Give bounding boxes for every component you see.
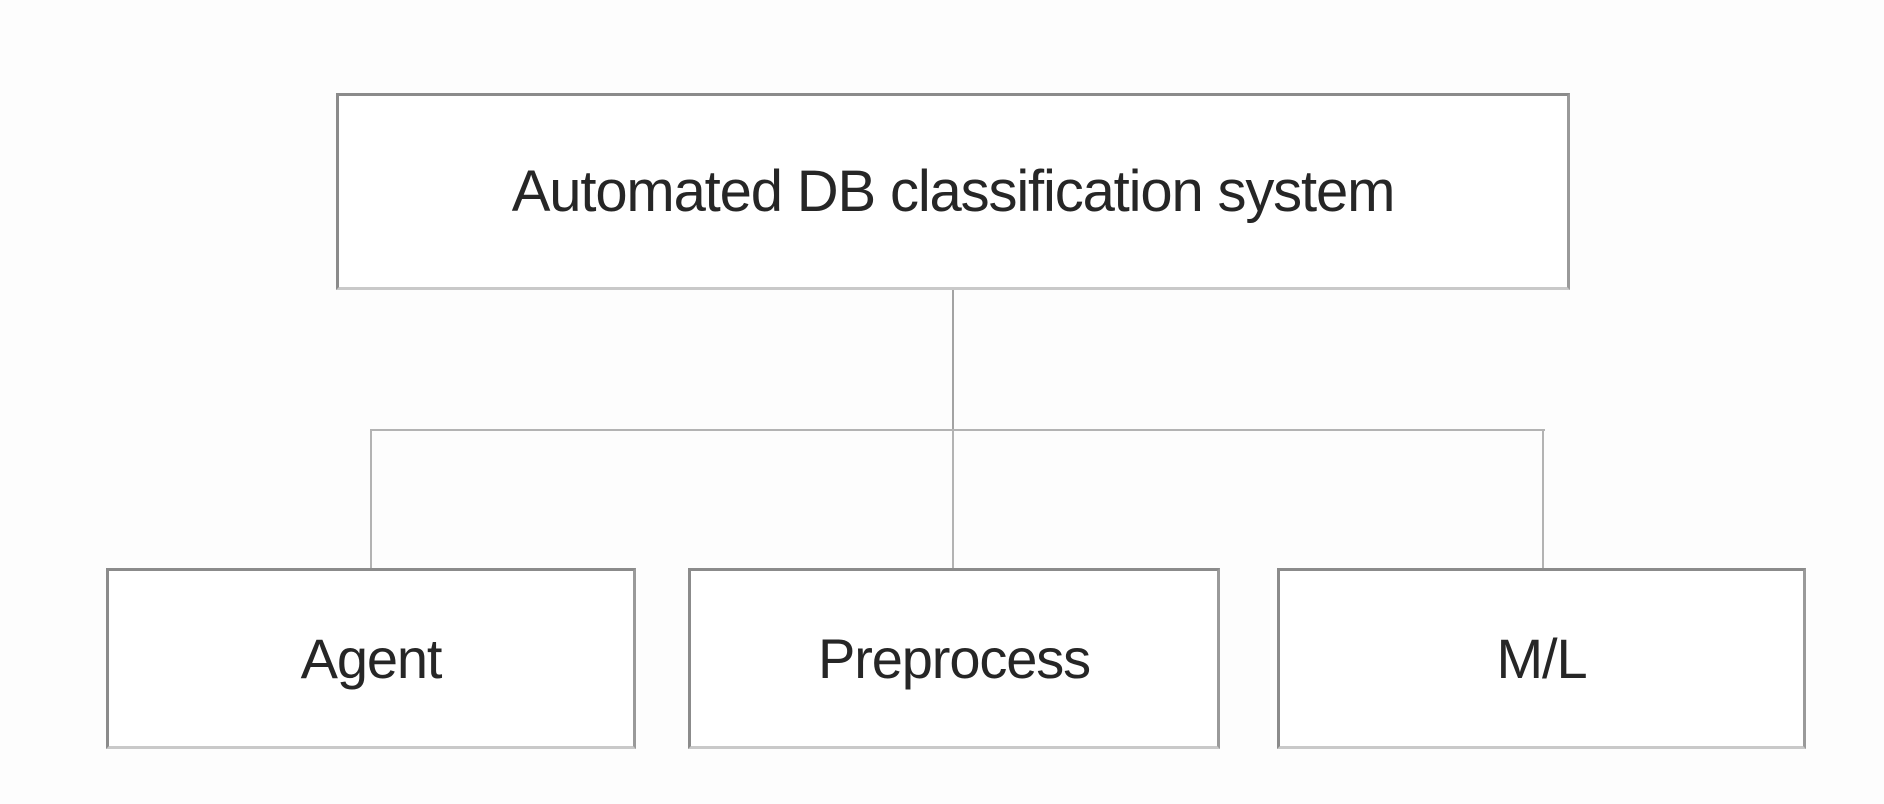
node-preprocess: Preprocess (688, 568, 1220, 749)
node-preprocess-label: Preprocess (817, 627, 1091, 690)
connector-drop-agent (370, 429, 372, 568)
connector-drop-ml (1542, 429, 1544, 568)
node-automated-db-classification-system: Automated DB classification system (336, 93, 1570, 290)
node-root-label: Automated DB classification system (511, 159, 1396, 224)
connector-drop-preprocess (952, 429, 954, 568)
node-ml-label: M/L (1496, 627, 1588, 690)
node-agent-label: Agent (300, 627, 443, 690)
connector-horizontal-rail (371, 429, 1545, 431)
node-ml: M/L (1277, 568, 1806, 749)
node-agent: Agent (106, 568, 636, 749)
connector-trunk-line (952, 290, 954, 431)
